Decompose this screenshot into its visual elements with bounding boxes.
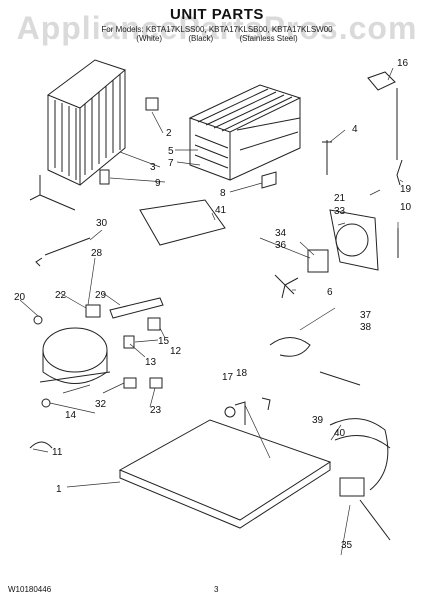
model-numbers: For Models: KBTA17KLSS00, KBTA17KLSB00, … (101, 25, 333, 34)
callout-1: 1 (56, 484, 62, 495)
clip-drawing (149, 377, 163, 389)
callout-13: 13 (145, 357, 157, 368)
callout-41: 41 (215, 205, 227, 216)
callout-4: 4 (352, 124, 358, 135)
thermistor-drawing (322, 140, 332, 175)
callout-5: 5 (168, 146, 174, 157)
wire-drawing (29, 441, 53, 449)
callout-38: 38 (360, 322, 372, 333)
tube-line-drawing (319, 371, 361, 386)
process-tube-drawing (35, 237, 91, 267)
callout-22: 22 (55, 290, 67, 301)
callout-18: 18 (236, 368, 248, 379)
callout-6: 6 (327, 287, 333, 298)
callout-37: 37 (360, 310, 372, 321)
water-line-drawing (269, 337, 311, 357)
grommet-drawing (33, 315, 43, 325)
callout-29: 29 (95, 290, 107, 301)
callout-30: 30 (96, 218, 108, 229)
callout-7: 7 (168, 158, 174, 169)
callout-33: 33 (334, 206, 346, 217)
page-number: 3 (214, 585, 219, 594)
fan-shroud-opening (335, 223, 369, 257)
callout-8: 8 (220, 188, 226, 199)
variant-stainless: (Stainless Steel) (239, 34, 298, 43)
callout-19: 19 (400, 184, 412, 195)
foot-drawing (41, 398, 51, 408)
document-number: W10180446 (8, 585, 52, 594)
callout-35: 35 (341, 540, 353, 551)
hinge-pin-drawing (261, 397, 271, 411)
callout-39: 39 (312, 415, 324, 426)
callout-10: 10 (400, 202, 412, 213)
compressor-drawing (39, 327, 111, 384)
callout-36: 36 (275, 240, 287, 251)
callout-20: 20 (14, 292, 26, 303)
drier-drawing (99, 169, 110, 185)
callout-14: 14 (65, 410, 77, 421)
callout-2: 2 (166, 128, 172, 139)
fan-motor-drawing (307, 249, 329, 273)
callout-21: 21 (334, 193, 346, 204)
cover-part-drawing (367, 71, 396, 91)
callout-32: 32 (95, 399, 107, 410)
callout-23: 23 (150, 405, 162, 416)
overload-drawing (85, 304, 101, 318)
callout-17: 17 (222, 372, 234, 383)
base-plate-drawing (139, 199, 226, 246)
model-variants: (White) (Black) (Stainless Steel) (0, 34, 434, 43)
callout-16: 16 (397, 58, 409, 69)
callout-40: 40 (334, 428, 346, 439)
callout-11: 11 (52, 447, 63, 458)
callout-9: 9 (155, 178, 161, 189)
relay-drawing (147, 317, 161, 331)
watermark: AppliancePartsPros.com (16, 10, 418, 46)
callout-3: 3 (150, 162, 156, 173)
wiring-harness-drawing (329, 418, 391, 541)
label-drawing (145, 97, 159, 111)
drain-tube-drawing (396, 88, 403, 186)
base-pan-drawing (118, 419, 332, 521)
fan-shroud-drawing (329, 209, 379, 271)
leader-lines (19, 67, 404, 556)
variant-white: (White) (136, 34, 163, 43)
callouts: 2 3 4 5 9 7 8 16 19 10 21 33 30 41 28 20… (14, 58, 412, 551)
callout-15: 15 (158, 336, 170, 347)
screw-drawing (234, 401, 246, 425)
condenser-coil-drawing (29, 59, 127, 211)
terminal-block-drawing (123, 377, 137, 389)
variant-black: (Black) (188, 34, 214, 43)
callout-12: 12 (170, 346, 182, 357)
model-list: For Models: KBTA17KLSS00, KBTA17KLSB00, … (0, 25, 434, 43)
evaporator-drawing (188, 84, 302, 181)
fan-blade-drawing (274, 274, 299, 299)
capacitor-drawing (109, 297, 164, 319)
diagram-title: UNIT PARTS (170, 6, 264, 23)
start-relay-drawing (123, 335, 135, 349)
leveling-screw-drawing (224, 406, 236, 418)
bracket-drawing (261, 171, 277, 189)
callout-28: 28 (91, 248, 103, 259)
callout-34: 34 (275, 228, 287, 239)
